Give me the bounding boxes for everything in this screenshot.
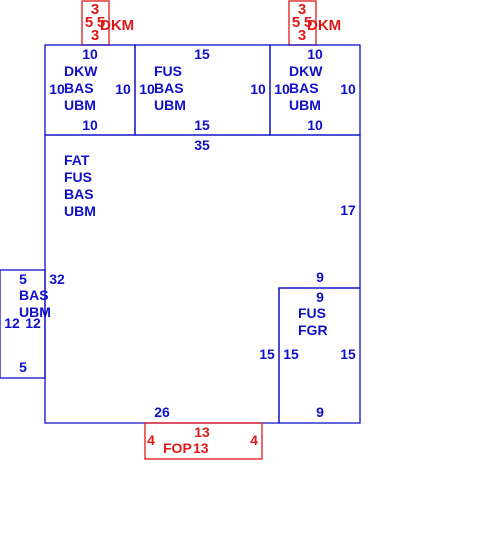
fop-dim-inner: 13 — [193, 440, 209, 456]
dkw-left-dim-top: 10 — [82, 46, 98, 62]
dkw-left-dim-bottom: 10 — [82, 117, 98, 133]
main-dim-bottom: 26 — [154, 404, 170, 420]
dkw-right-dim-bottom: 10 — [307, 117, 323, 133]
fus-center-code-3: UBM — [154, 97, 186, 113]
fus-fgr-dim-left: 15 — [283, 346, 299, 362]
bas-left-code-2: UBM — [19, 304, 51, 320]
dkw-right-dim-top: 10 — [307, 46, 323, 62]
main-outline — [44, 134, 361, 424]
bas-left-dim-left: 12 — [4, 315, 20, 331]
bas-left-dim-bottom: 5 — [19, 359, 27, 375]
fop-code: FOP — [163, 440, 192, 456]
fus-center-area: 15 FUS BAS UBM 10 10 15 — [134, 44, 271, 136]
fop-outline — [144, 422, 263, 460]
fus-fgr-dim-right: 15 — [340, 346, 356, 362]
fop-dim-left: 4 — [147, 432, 155, 448]
fus-fgr-code-1: FUS — [298, 305, 326, 321]
fus-fgr-dim-bottom: 9 — [316, 404, 324, 420]
main-dim-notch-left: 15 — [259, 346, 275, 362]
fus-fgr-dim-top: 9 — [316, 289, 324, 305]
dkw-left-dim-left: 10 — [49, 81, 65, 97]
dkm-right-code: DKM — [307, 17, 341, 34]
main-dim-left: 32 — [49, 271, 65, 287]
main-code-1: FAT — [64, 152, 90, 168]
dkm-right-dim-right: 5 — [304, 14, 312, 31]
main-dim-right: 17 — [340, 202, 356, 218]
bas-left-code-1: BAS — [19, 287, 49, 303]
fus-fgr-code-2: FGR — [298, 322, 328, 338]
dkw-left-dim-right: 10 — [115, 81, 131, 97]
dkm-right-area: 3 5 5 3 DKM — [288, 0, 341, 46]
dkm-left-dim-bottom: 3 — [91, 27, 99, 44]
main-dim-top: 35 — [194, 137, 210, 153]
fop-dim-top: 13 — [194, 424, 210, 440]
fus-center-dim-left: 10 — [139, 81, 155, 97]
dkm-left-dim-left: 5 — [85, 14, 93, 31]
dkm-right-dim-bottom: 3 — [298, 27, 306, 44]
dkm-right-dim-left: 5 — [292, 14, 300, 31]
main-code-3: BAS — [64, 186, 94, 202]
dkm-left-dim-top: 3 — [91, 1, 99, 18]
dkm-left-code: DKM — [100, 17, 134, 34]
main-area: 35 FAT FUS BAS UBM 17 9 15 26 32 — [44, 134, 361, 424]
dkw-right-dim-left: 10 — [274, 81, 290, 97]
dkw-left-area: 10 DKW BAS UBM 10 10 10 — [44, 44, 136, 136]
fus-fgr-outline — [278, 287, 361, 424]
dkm-right-dim-top: 3 — [298, 1, 306, 18]
dkw-right-dim-right: 10 — [340, 81, 356, 97]
dkw-left-code-3: UBM — [64, 97, 96, 113]
fop-area: 13 4 4 FOP 13 — [144, 422, 263, 460]
dkm-left-area: 3 5 5 3 DKM — [81, 0, 134, 46]
dkw-right-code-2: BAS — [289, 80, 319, 96]
main-dim-notch-top: 9 — [316, 269, 324, 285]
bas-left-dim-top: 5 — [19, 271, 27, 287]
main-code-4: UBM — [64, 203, 96, 219]
bas-left-dim-right: 12 — [25, 315, 41, 331]
dkm-left-dim-right: 5 — [97, 14, 105, 31]
bas-left-area: 5 BAS UBM 12 12 5 — [0, 269, 51, 379]
dkw-left-code-2: BAS — [64, 80, 94, 96]
fus-center-dim-top: 15 — [194, 46, 210, 62]
dkw-right-code-1: DKW — [289, 63, 323, 79]
dkw-right-area: 10 DKW BAS UBM 10 10 10 — [269, 44, 361, 136]
fus-center-dim-right: 10 — [250, 81, 266, 97]
dkw-left-code-1: DKW — [64, 63, 98, 79]
fus-center-dim-bottom: 15 — [194, 117, 210, 133]
main-code-2: FUS — [64, 169, 92, 185]
fus-fgr-area: 9 FUS FGR 15 15 9 — [278, 287, 361, 424]
fus-center-code-2: BAS — [154, 80, 184, 96]
fus-center-code-1: FUS — [154, 63, 182, 79]
bas-left-outline — [0, 269, 46, 379]
fop-dim-right: 4 — [250, 432, 258, 448]
dkw-right-code-3: UBM — [289, 97, 321, 113]
